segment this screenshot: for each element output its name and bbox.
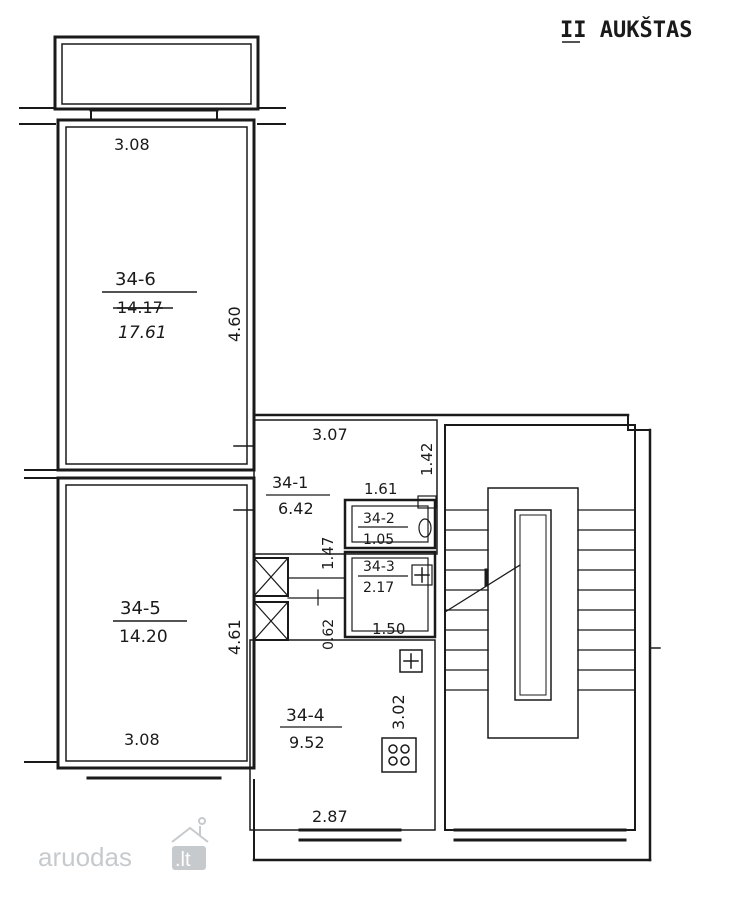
room-area-34-1: 6.42 xyxy=(278,499,314,518)
wc-34-3 xyxy=(343,550,437,639)
room-code-34-1: 34-1 xyxy=(272,473,308,492)
staircase xyxy=(444,424,661,842)
svg-text:aruodas: aruodas xyxy=(38,842,132,872)
dim-hall-side: 1.42 xyxy=(418,443,436,476)
room-area-34-6: 17.61 xyxy=(118,323,167,343)
bathroom-34-2 xyxy=(343,495,437,550)
outer-walls xyxy=(252,413,652,862)
watermark-tld: .lt xyxy=(175,849,191,871)
dim-bath-width: 1.61 xyxy=(364,480,397,498)
balcony xyxy=(53,35,260,111)
dim-r345-height: 4.61 xyxy=(225,619,244,655)
room-area-34-2: 1.05 xyxy=(363,532,394,548)
dim-top-width: 3.08 xyxy=(114,135,150,154)
dim-closet: 0.62 xyxy=(321,619,337,650)
dim-r345-width: 3.08 xyxy=(124,730,160,749)
dim-r346-height: 4.60 xyxy=(225,306,244,342)
house-icon xyxy=(171,817,209,843)
room-code-34-2: 34-2 xyxy=(363,511,395,527)
room-code-34-6: 34-6 xyxy=(115,269,156,290)
room-area-34-4: 9.52 xyxy=(289,733,325,752)
dim-kitchen-width: 2.87 xyxy=(312,807,348,826)
room-area-34-3: 2.17 xyxy=(363,580,394,596)
dim-wc-width: 1.50 xyxy=(372,620,405,638)
room-code-34-3: 34-3 xyxy=(363,559,395,575)
room-34-6-walls xyxy=(19,107,286,472)
floor-title: II AUKŠTAS xyxy=(560,17,692,43)
dim-hall-width: 3.07 xyxy=(312,425,348,444)
dim-kitchen-height: 3.02 xyxy=(389,694,408,730)
dim-hall-mid: 1.47 xyxy=(319,537,337,570)
watermark: aruodas .lt xyxy=(38,817,209,872)
room-area-34-5: 14.20 xyxy=(119,627,168,647)
kitchen-34-4-walls xyxy=(249,639,436,842)
closets xyxy=(253,557,346,641)
watermark-brand: aruodas xyxy=(38,842,132,872)
room-code-34-5: 34-5 xyxy=(120,598,161,619)
room-code-34-4: 34-4 xyxy=(286,706,325,726)
